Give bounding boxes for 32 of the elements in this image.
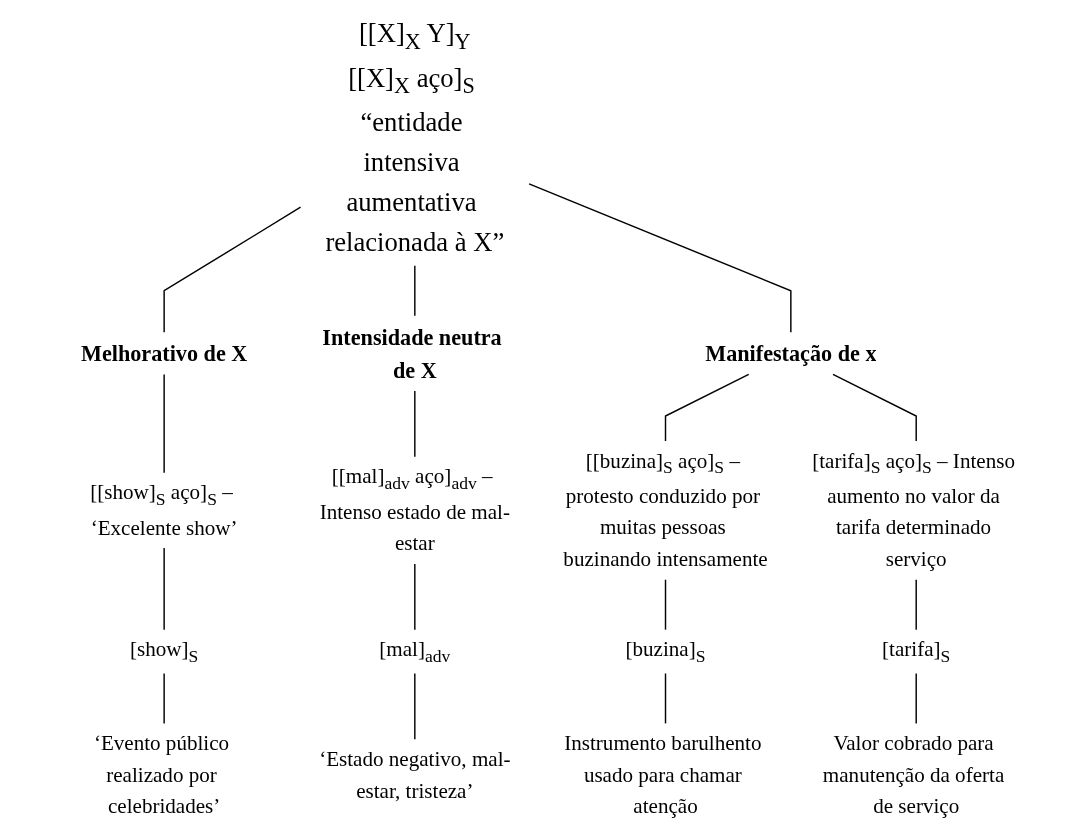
node-text: [[X]$_{X}$ Y]$_{Y}$ [[X]$_{X}$ aço]$_{S}$ “entidade intensiva aumentativa relacionada à X” (325, 18, 505, 256)
connector (163, 672, 165, 725)
connector (528, 183, 792, 334)
node-text: [[show]$_{S}$ aço]$_{S}$ – ‘Excelente show’ (90, 480, 238, 539)
connector (413, 563, 416, 631)
connector (832, 373, 917, 442)
connector (664, 579, 667, 631)
connector (664, 672, 667, 725)
node-text: [tarifa]$_{S}$ (881, 637, 951, 665)
node-text: [[mal]$_{adv}$ aço]$_{adv}$ – Intenso estado de mal-estar (319, 464, 510, 555)
tree-diagram: [[X]$_{X}$ Y]$_{Y}$ [[X]$_{X}$ aço]$_{S}$ “entidade intensiva aumentativa relacionada à X” Melhorativo de X Intensidade neutra de X Manifestação de x [[show]$_{S}$ aço]$_{S}$ – ‘Excelente show’ [show]$_{S}$ ‘Evento público realizado por celebridades’ [[mal]$_{adv}$ aço]$_{adv}$ – Intenso estado de mal-estar [mal]$_{adv}$ ‘Estado negativo, mal-estar, tristeza’ [[buzina]$_{S}$ aço]$_{S}$ – protesto conduzido por muitas pessoas buzinando intensamente [buzina]$_{S}$ Instrumento barulhento usado para chamar atenção [tarifa]$_{S}$ aço]$_{S}$ – Intenso aumento no valor da tarifa determinado serviço [tarifa]$_{S}$ Valor cobrado para manutenção da oferta de serviço (40, 0, 1040, 836)
node-text: Melhorativo de X (80, 341, 248, 366)
node-text: Intensidade neutra de X (322, 324, 502, 383)
connector (413, 390, 416, 458)
node-text: [show]$_{S}$ (129, 637, 199, 665)
connector (163, 373, 165, 474)
node-text: Instrumento barulhento usado para chamar atenção (564, 731, 762, 818)
connector (915, 579, 917, 631)
node-text: [mal]$_{adv}$ (379, 637, 451, 665)
node-text: [[buzina]$_{S}$ aço]$_{S}$ – protesto conduzido por muitas pessoas buzinando intensamente (563, 448, 768, 571)
node-text: [buzina]$_{S}$ (625, 637, 706, 665)
node-text: Manifestação de x (705, 341, 877, 366)
connector (413, 672, 416, 740)
node-text: Valor cobrado para manutenção da oferta de serviço (822, 731, 1005, 818)
node-text: ‘Estado negativo, mal-estar, tristeza’ (318, 746, 511, 802)
connector (163, 206, 302, 334)
connector (915, 672, 917, 725)
connector (664, 373, 750, 442)
connector (163, 547, 165, 631)
node-text: ‘Evento público realizado por celebridades’ (93, 731, 229, 818)
connector (413, 265, 416, 317)
node-text: [tarifa]$_{S}$ aço]$_{S}$ – Intenso aumento no valor da tarifa determinado serviço (812, 448, 1015, 571)
